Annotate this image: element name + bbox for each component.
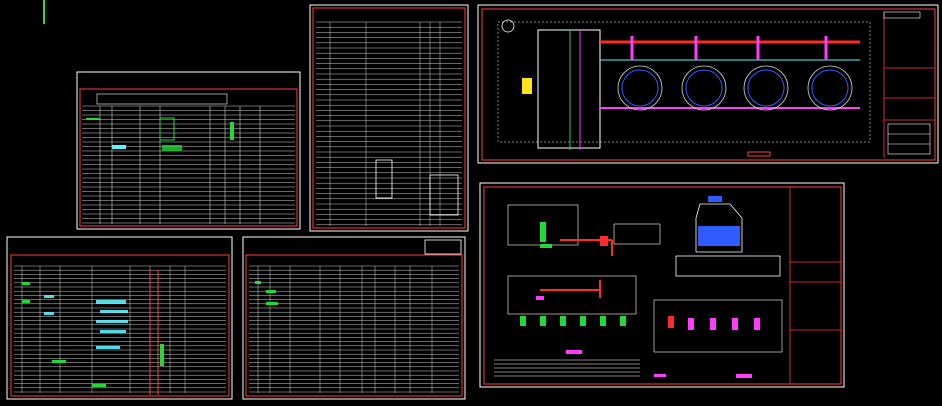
sheet-table-d[interactable]: [242, 236, 466, 400]
sheet-schematic-tower[interactable]: [479, 182, 845, 388]
sheet-table-b[interactable]: [309, 4, 469, 232]
sheet-table-c[interactable]: [6, 236, 233, 400]
sheet-a-rows: [82, 105, 295, 224]
sheet-table-e[interactable]: [96, 93, 228, 105]
crosshair-cursor: [43, 0, 45, 24]
sheet-plan-pumps[interactable]: [477, 4, 939, 164]
sheet-table-a[interactable]: [76, 71, 301, 230]
